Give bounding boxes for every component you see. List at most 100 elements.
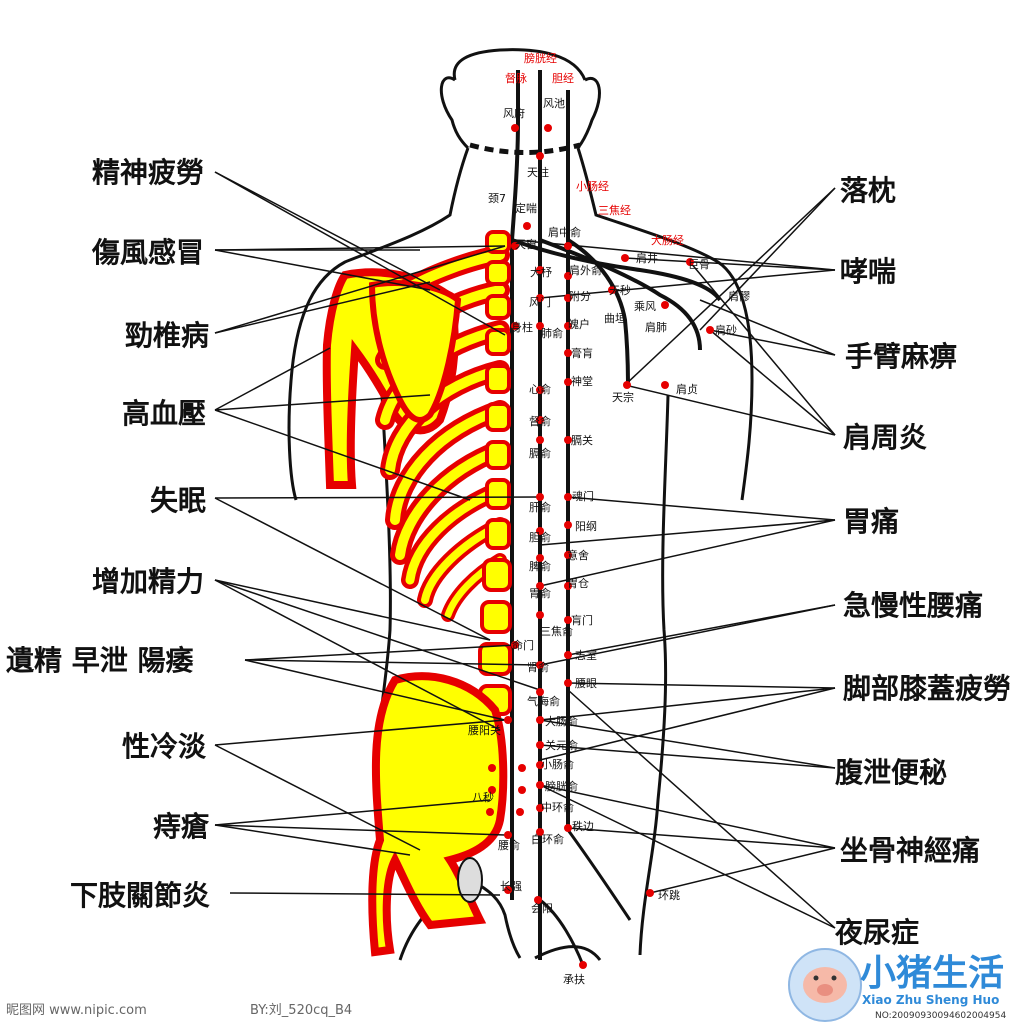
acupoint-label: 巨骨 [688,258,710,271]
acupoint-label: 天宗 [612,390,634,404]
condition-label: 夜尿症 [834,916,919,949]
condition-label: 手臂麻痹 [845,340,957,373]
acupoint-label: 风府 [503,106,525,120]
body-outline [287,48,754,961]
collar-line [469,142,581,155]
condition-label: 精神疲勞 [92,156,204,189]
acupoint-label: 白环俞 [531,832,564,846]
skeleton [322,230,526,957]
acupoint-label: 膈俞 [529,446,551,460]
acupoint-label: 秩边 [572,820,594,833]
condition-label: 勁椎病 [125,319,209,352]
acupoint-label: 腰阳关 [468,723,501,737]
acupoint-label: 大杼 [530,265,552,279]
acupoint-label: 脾俞 [529,559,551,573]
acupoint-label: 乘风 [634,300,656,313]
acupoint-label: 肺俞 [541,326,563,340]
acupoint-label: 肩砂 [715,323,737,337]
acupoint-label: 风池 [543,97,565,110]
pig-logo-icon [788,948,862,1022]
acupoint-label: 神堂 [571,374,593,388]
meridian-labels: 膀胱经 督脉 胆经 小肠经 三焦经 大肠经 [505,51,684,247]
acupoint-label: 膈关 [571,433,593,447]
acupoint-label: 肩井 [636,251,658,265]
acupoint-label: 八秒 [472,790,494,804]
acupoint-label: 肩肺 [645,320,667,334]
acupoint-label: 胃俞 [529,586,551,600]
acupoint-label: 曲垣 [604,312,626,325]
watermark: 昵图网 www.nipic.com BY:刘_520cq_B4 小猪生活 Xia… [6,948,1006,1022]
acupoint-dots [504,124,714,969]
acupoint-label: 风门 [529,295,551,309]
condition-label: 痔瘡 [153,810,210,843]
acupoint-label: 环跳 [658,888,680,902]
condition-label: 失眠 [150,484,206,517]
acupoint-label: 意舍 [567,548,589,562]
meridian-label: 胆经 [552,72,574,85]
lower-branch-line [566,829,632,921]
acupoint-label: 颈7 [488,192,506,205]
sacral-branch-line [539,898,585,966]
leader-lines [214,171,836,929]
meridian-label: 督脉 [505,71,527,85]
acupoint-label: 阳纲 [575,520,597,533]
acupoint-label: 肝俞 [529,500,551,514]
acupoint-label: 胆俞 [529,530,551,544]
acupoint-label: 肩中俞 [548,225,581,239]
acupoint-label: 督俞 [529,414,551,428]
acupoint-label: 腰俞 [498,838,520,852]
condition-label: 急慢性腰痛 [843,589,983,622]
acupoint-label: 肓门 [571,613,593,627]
watermark-site: 昵图网 www.nipic.com [6,1003,147,1018]
brand-english: Xiao Zhu Sheng Huo [862,993,999,1007]
meridian-label: 大肠经 [651,233,684,247]
watermark-author: BY:刘_520cq_B4 [250,1003,352,1018]
meridian-label: 膀胱经 [524,51,557,65]
condition-label: 高血壓 [122,397,206,430]
acupoint-label: 天秒 [609,283,631,297]
acupoint-label: 天柱 [527,165,549,179]
condition-label: 落枕 [840,174,896,207]
condition-label: 胃痛 [843,505,899,538]
condition-label: 哮喘 [840,255,896,288]
acupoint-label: 胃仓 [567,576,589,590]
acupoint-label: 天窗 [515,237,537,251]
acupoint-label: 膏肓 [571,346,593,360]
acupoint-label: 长强 [500,880,522,893]
image-number: NO:20090930094602004954 [875,1011,1006,1021]
acupoint-label: 志室 [575,648,597,662]
acupoint-label: 肩髎 [728,289,750,303]
acupoint-label: 小肠俞 [541,757,574,771]
condition-label: 傷風感冒 [91,236,204,269]
acupoint-label: 命门 [512,638,534,652]
acupoint-label: 附分 [569,289,591,303]
acupoint-label: 魄户 [568,317,590,331]
left-condition-labels: 精神疲勞 傷風感冒 勁椎病 高血壓 失眠 增加精力 遺精 早泄 陽痿 性冷淡 痔… [6,156,210,912]
condition-label: 增加精力 [92,565,204,598]
acupoint-label: 膀胱俞 [545,779,578,793]
condition-label: 下肢關節炎 [70,879,210,912]
acupoint-label: 肾俞 [527,660,549,674]
acupoint-label: 三焦俞 [540,624,573,638]
acupoint-labels: 风府 风池 天柱 颈7 定喘 肩中俞 天窗 大杼 肩外俞 肩井 巨骨 天秒 风门… [468,97,750,986]
acupoint-label: 会阳 [531,902,553,915]
brand-name: 小猪生活 [860,953,1004,994]
acupoint-label: 肩贞 [676,382,698,396]
condition-label: 遺精 早泄 陽痿 [6,644,194,677]
acupoint-label: 气海俞 [527,694,560,708]
condition-label: 脚部膝蓋疲勞 [843,672,1011,705]
acupoint-label: 身柱 [511,320,533,334]
acupoint-label: 承扶 [563,972,585,986]
meridian-lines [510,70,722,960]
acupoint-label: 腰眼 [575,677,597,690]
condition-label: 腹泄便秘 [835,756,947,789]
acupoint-label: 魂门 [572,489,594,503]
condition-label: 坐骨神經痛 [840,834,980,867]
condition-label: 性冷淡 [122,730,207,763]
acupoint-label: 肩外俞 [569,263,602,277]
acupoint-label: 定喘 [515,201,537,215]
acupoint-label: 关元俞 [545,738,578,752]
right-condition-labels: 落枕 哮喘 手臂麻痹 肩周炎 胃痛 急慢性腰痛 脚部膝蓋疲勞 腹泄便秘 坐骨神經… [834,174,1011,949]
